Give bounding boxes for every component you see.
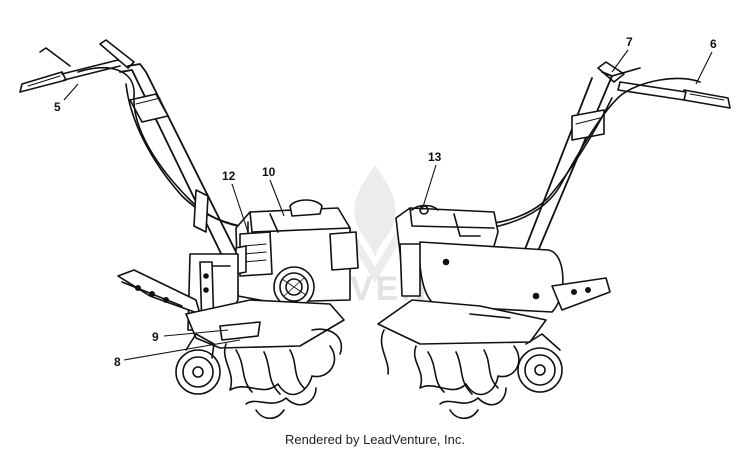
left-tines (223, 343, 336, 396)
callout-8: 8 (114, 355, 121, 369)
callout-leaders (63, 49, 713, 361)
right-tiller-illustration (377, 61, 731, 420)
callout-6: 6 (710, 37, 717, 51)
belt-cover (418, 241, 564, 313)
callout-10: 10 (262, 165, 276, 179)
left-tiller-illustration (19, 39, 359, 420)
rendered-by-credit: Rendered by LeadVenture, Inc. (285, 432, 465, 447)
right-tines (413, 345, 520, 396)
callout-12: 12 (222, 169, 236, 183)
callout-9: 9 (152, 330, 159, 344)
right-handle-grip (683, 89, 731, 109)
callout-13: 13 (428, 150, 442, 164)
flame-logo-icon (354, 165, 396, 258)
callout-7: 7 (626, 35, 633, 49)
callout-5: 5 (54, 100, 61, 114)
left-handle-grip (19, 71, 67, 93)
